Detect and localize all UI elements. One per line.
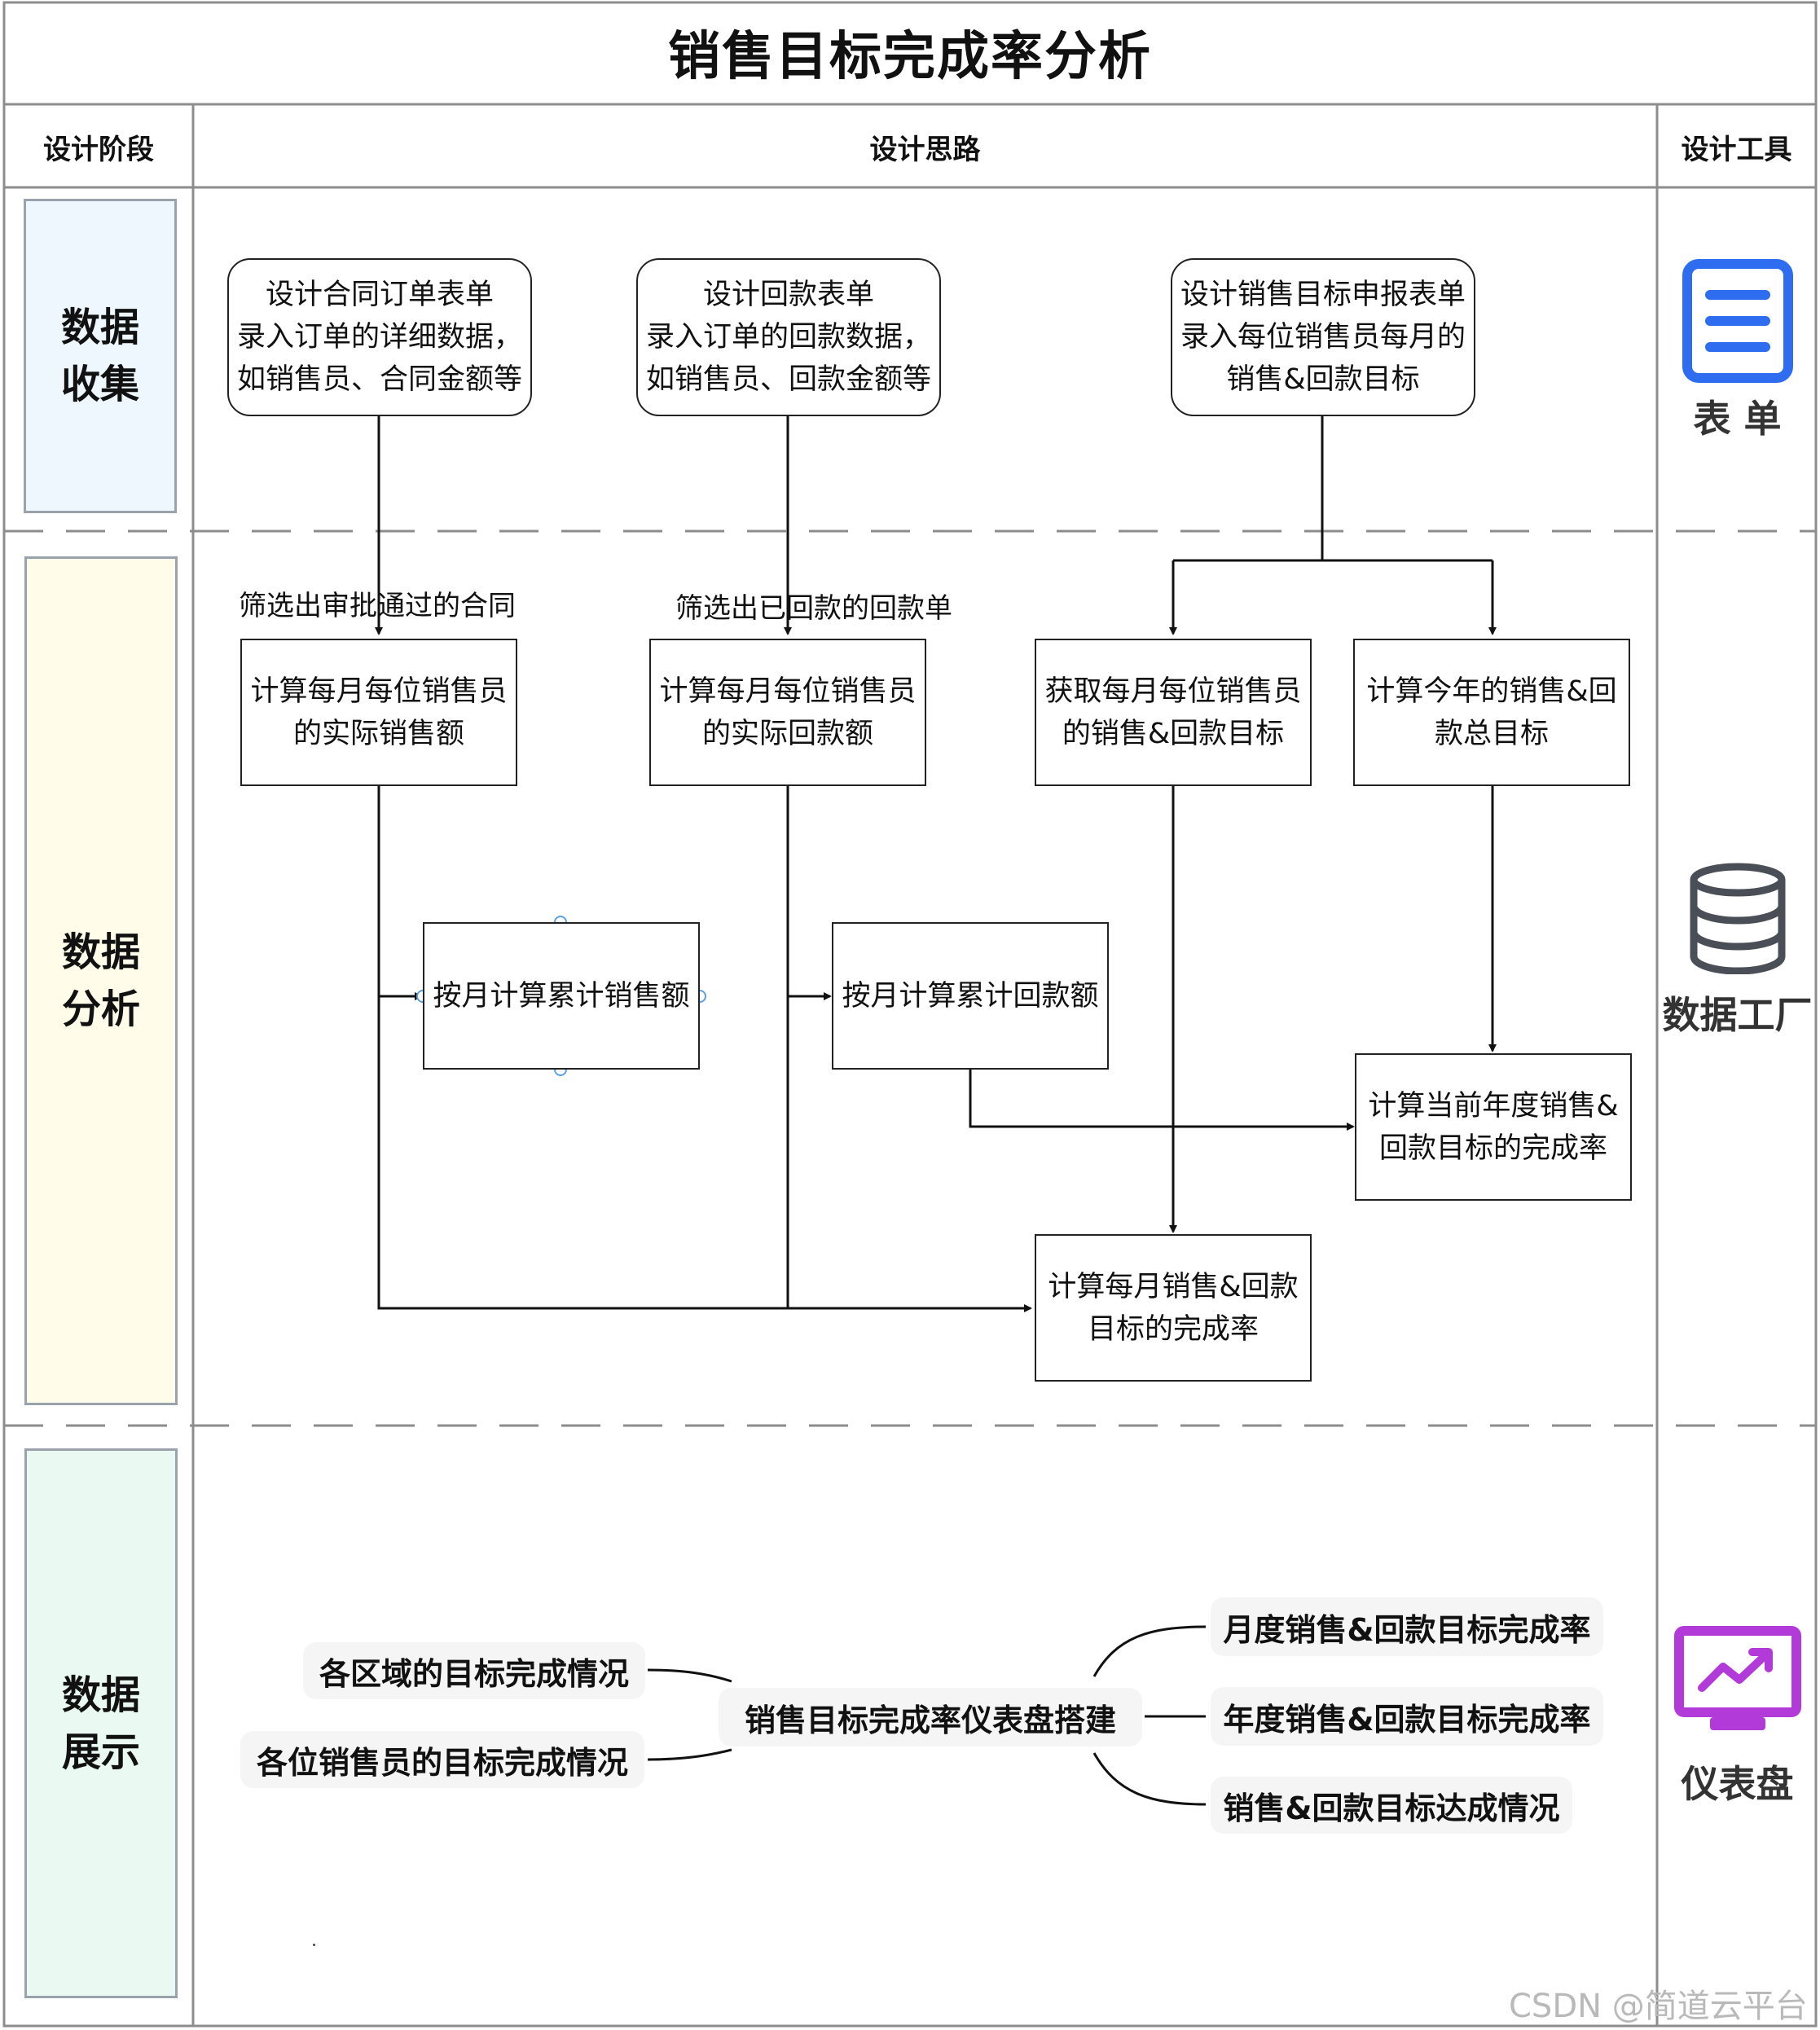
filter-label-payment: 筛选出已回款的回款单 — [675, 592, 952, 625]
box-cumulative-sales: 按月计算累计销售额 — [423, 922, 700, 1070]
box-annual-target: 计算今年的销售&回 款总目标 — [1353, 639, 1630, 786]
stage-analyze: 数据 分析 — [24, 556, 178, 1405]
box-monthly-completion-rate: 计算每月销售&回款 目标的完成率 — [1035, 1234, 1312, 1382]
column-header-idea: 设计思路 — [869, 133, 981, 166]
tool-data-factory: 数据工厂 — [1662, 862, 1813, 1039]
column-header-tool: 设计工具 — [1681, 133, 1792, 166]
mindmap-curve-right-3 — [1092, 1752, 1207, 1806]
mindmap-curve-right-1 — [1092, 1625, 1207, 1677]
stage-display: 数据 展示 — [24, 1448, 178, 1998]
mindmap-left-item: 各区域的目标完成情况 — [303, 1642, 645, 1699]
tool-dashboard: 仪表盘 — [1662, 1626, 1813, 1808]
column-header-stage: 设计阶段 — [43, 133, 154, 166]
watermark: CSDN @简道云平台 — [1509, 1988, 1808, 2025]
connector-sales-down — [377, 785, 1032, 1312]
box-cumulative-payment: 按月计算累计回款额 — [832, 922, 1109, 1070]
mindmap-center: 销售目标完成率仪表盘搭建 — [719, 1688, 1142, 1747]
dashboard-monitor-icon — [1673, 1626, 1801, 1730]
form-document-icon — [1682, 259, 1793, 383]
box-monthly-target: 获取每月每位销售员 的销售&回款目标 — [1035, 639, 1312, 786]
tool-dashboard-label: 仪表盘 — [1681, 1762, 1794, 1806]
page-title: 销售目标完成率分析 — [668, 27, 1152, 87]
mindmap-right-item: 年度销售&回款目标完成率 — [1211, 1687, 1603, 1746]
box-annual-completion-rate: 计算当前年度销售& 回款目标的完成率 — [1355, 1053, 1632, 1201]
tool-form-label: 表 单 — [1693, 397, 1782, 441]
box-payment-form: 设计回款表单 录入订单的回款数据， 如销售员、回款金额等 — [636, 258, 941, 416]
box-contract-form: 设计合同订单表单 录入订单的详细数据， 如销售员、合同金额等 — [227, 258, 532, 416]
tool-data-factory-label: 数据工厂 — [1662, 993, 1813, 1037]
tool-form: 表 单 — [1662, 259, 1813, 443]
box-actual-sales: 计算每月每位销售员 的实际销售额 — [240, 639, 517, 786]
mindmap-left-item: 各位销售员的目标完成情况 — [240, 1731, 644, 1788]
mindmap-right-item: 月度销售&回款目标完成率 — [1211, 1597, 1603, 1656]
mindmap-curve-left-1 — [647, 1668, 732, 1683]
mindmap-curve-left-2 — [647, 1748, 732, 1761]
box-actual-payment: 计算每月每位销售员 的实际回款额 — [649, 639, 926, 786]
filter-label-contract: 筛选出审批通过的合同 — [239, 590, 516, 622]
box-target-form: 设计销售目标申报表单 录入每位销售员每月的 销售&回款目标 — [1171, 258, 1475, 416]
stray-dot — [313, 1944, 315, 1946]
stage-collect: 数据 收集 — [24, 199, 177, 513]
database-icon — [1690, 863, 1785, 974]
connector-cum-payment-to-annual-rate — [969, 1070, 1355, 1131]
mindmap-right-item: 销售&回款目标达成情况 — [1211, 1777, 1572, 1834]
